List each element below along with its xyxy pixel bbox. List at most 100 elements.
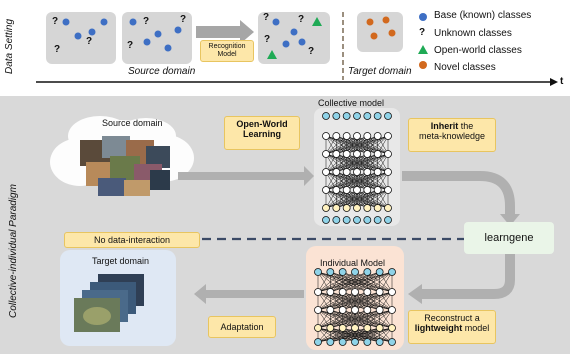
- network-node: [363, 204, 372, 212]
- network-edge: [325, 135, 368, 155]
- source-domain-caption: Source domain: [128, 66, 196, 77]
- time-axis-arrowhead: [550, 78, 558, 86]
- network-node: [353, 204, 361, 212]
- network-node: [373, 150, 382, 158]
- network-node: [363, 168, 372, 176]
- paradigm-panel: Collective-individual Paradigm: [0, 96, 570, 354]
- target-box: [357, 12, 403, 52]
- network-node: [322, 216, 330, 224]
- network-node: [314, 324, 322, 332]
- network-node: [388, 324, 396, 332]
- network-node: [322, 150, 330, 158]
- unknown-mark: ?: [298, 14, 305, 25]
- network-edge: [325, 153, 358, 173]
- network-edge: [379, 271, 393, 293]
- network-edge: [342, 309, 393, 329]
- unknown-mark: ?: [86, 36, 93, 47]
- network-edge: [325, 189, 358, 209]
- network-node: [375, 288, 384, 296]
- network-node: [353, 150, 361, 158]
- network-edge: [325, 153, 347, 173]
- network-node: [384, 204, 392, 212]
- unknown-mark: ?: [264, 34, 271, 45]
- network-edge: [317, 309, 368, 329]
- network-node: [342, 186, 351, 194]
- network-edge: [346, 189, 389, 209]
- network-node: [384, 168, 392, 176]
- open-world-learning-box: Open-World Learning: [224, 116, 300, 150]
- network-node: [363, 306, 372, 314]
- network-edge: [354, 327, 393, 343]
- network-node: [351, 268, 359, 276]
- learngene-box: learngene: [464, 222, 554, 254]
- target-domain-label: Target domain: [92, 256, 150, 266]
- reconstruct-rest: model: [462, 323, 490, 334]
- network-node: [388, 338, 396, 346]
- network-node: [314, 268, 322, 276]
- network-node: [342, 168, 351, 176]
- network-edge: [325, 153, 368, 173]
- collective-network: [322, 112, 392, 224]
- network-node: [353, 112, 361, 120]
- inherit-line2: meta-knowledge: [418, 131, 486, 142]
- data-setting-graphic: [36, 12, 558, 86]
- network-node: [351, 306, 359, 314]
- network-edge: [354, 291, 393, 311]
- unknown-mark: ?: [143, 16, 150, 27]
- time-axis-label: t: [560, 76, 564, 87]
- legend-green-triangle-icon: [418, 45, 428, 54]
- network-node: [375, 324, 384, 332]
- network-node: [332, 132, 341, 140]
- network-node: [384, 112, 392, 120]
- reconstruct-bold: lightweight: [414, 323, 463, 334]
- network-edge: [325, 171, 368, 191]
- network-node: [363, 338, 372, 346]
- network-node: [384, 186, 392, 194]
- network-edge: [317, 327, 343, 343]
- network-node: [384, 132, 392, 140]
- network-node: [384, 216, 392, 224]
- network-node: [353, 132, 361, 140]
- network-edge: [317, 271, 380, 293]
- data-setting-panel: Data Setting: [0, 0, 570, 88]
- network-edge: [317, 327, 356, 343]
- network-node: [338, 324, 347, 332]
- target-domain-caption: Target domain: [348, 66, 412, 77]
- target-markers: [366, 16, 396, 40]
- network-edge: [317, 271, 331, 293]
- no-interaction-box: No data-interaction: [64, 232, 200, 248]
- network-node: [322, 168, 330, 176]
- network-node: [332, 112, 341, 120]
- network-edge: [346, 171, 389, 191]
- open-world-line2: Learning: [242, 129, 281, 140]
- network-node: [375, 306, 384, 314]
- network-edge: [354, 309, 393, 329]
- arrow-individual-to-target: [194, 284, 304, 304]
- network-node: [363, 132, 372, 140]
- network-edge: [367, 135, 389, 155]
- network-node: [373, 112, 382, 120]
- network-node: [332, 168, 341, 176]
- arrow-source-to-collective: [178, 166, 314, 186]
- network-edge: [367, 189, 389, 209]
- network-node: [375, 338, 384, 346]
- network-edge: [317, 291, 356, 311]
- source-box-2: [122, 12, 192, 64]
- network-node: [322, 204, 330, 212]
- network-node: [314, 306, 322, 314]
- adaptation-box: Adaptation: [208, 316, 276, 338]
- network-node: [332, 216, 341, 224]
- source-box-1: [46, 12, 116, 64]
- network-edge: [356, 153, 389, 173]
- reconstruct-box: Reconstruct a lightweight model: [408, 310, 496, 344]
- network-node: [326, 268, 335, 276]
- network-edge: [325, 189, 347, 209]
- legend-novel-classes: Novel classes: [434, 62, 496, 73]
- reconstruct-line1: Reconstruct a: [424, 313, 480, 323]
- legend-question-icon: ?: [419, 27, 426, 38]
- network-edge: [317, 271, 343, 293]
- network-edge: [356, 171, 389, 191]
- network-node: [342, 112, 351, 120]
- network-edge: [317, 271, 368, 293]
- network-node: [351, 324, 359, 332]
